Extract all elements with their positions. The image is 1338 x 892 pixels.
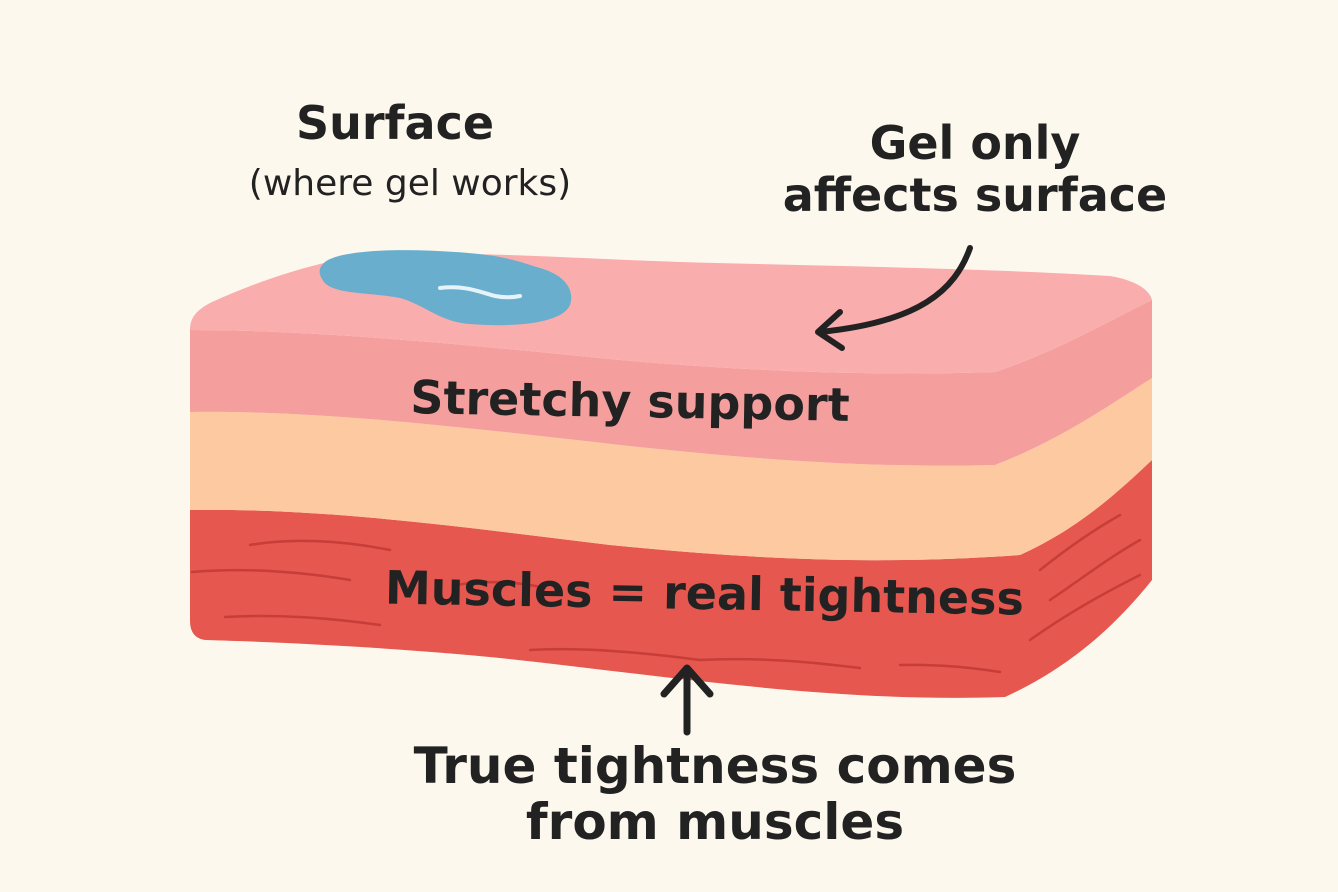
muscles-label: Muscles = real tightness [384, 560, 1025, 626]
surface-subtitle: (where gel works) [248, 163, 572, 204]
gel-note: Gel only affects surface [770, 116, 1180, 222]
gel-note-line1: Gel only [869, 116, 1081, 170]
conclusion-line2: from muscles [525, 793, 905, 851]
curved-arrow-icon [817, 245, 973, 335]
surface-title: Surface [295, 96, 495, 150]
up-arrow-icon [660, 664, 714, 736]
stretchy-support-layer [190, 300, 1152, 466]
conclusion-line1: True tightness comes [413, 737, 1017, 795]
conclusion-text: True tightness comes from muscles [400, 738, 1030, 850]
gel-note-line2: affects surface [782, 167, 1168, 222]
muscle-fibers [190, 513, 1142, 674]
muscle-layer [190, 460, 1152, 698]
stretchy-support-label: Stretchy support [409, 370, 851, 432]
fat-layer [190, 378, 1152, 561]
gel-highlight [438, 285, 522, 300]
curved-arrow-head [815, 309, 845, 351]
